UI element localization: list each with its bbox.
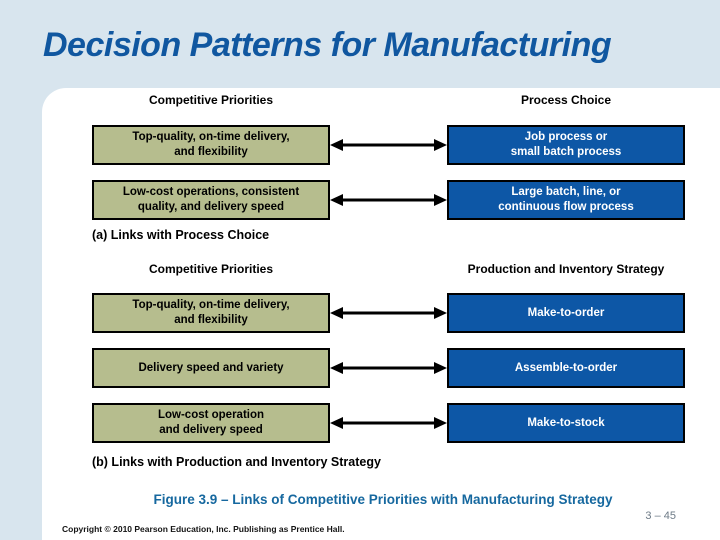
priority-box: Top-quality, on-time delivery, and flexi… [92,293,330,333]
section-b-caption: (b) Links with Production and Inventory … [92,455,381,469]
double-arrow-icon [330,307,447,319]
process-box: Job process or small batch process [447,125,685,165]
priority-box: Low-cost operations, consistent quality,… [92,180,330,220]
column-header-process-choice: Process Choice [520,93,612,107]
strategy-box: Assemble-to-order [447,348,685,388]
double-arrow-icon [330,362,447,374]
slide-title: Decision Patterns for Manufacturing [43,26,612,64]
double-arrow-icon [330,139,447,151]
page-number: 3 – 45 [645,510,676,522]
section-a-caption: (a) Links with Process Choice [92,228,270,242]
process-box: Large batch, line, or continuous flow pr… [447,180,685,220]
column-header-competitive-priorities-a: Competitive Priorities [148,93,274,107]
column-header-production-inventory-strategy: Production and Inventory Strategy [467,262,665,276]
figure-caption: Figure 3.9 – Links of Competitive Priori… [153,492,613,507]
double-arrow-icon [330,194,447,206]
priority-box: Delivery speed and variety [92,348,330,388]
strategy-box: Make-to-stock [447,403,685,443]
strategy-box: Make-to-order [447,293,685,333]
double-arrow-icon [330,417,447,429]
priority-box: Top-quality, on-time delivery, and flexi… [92,125,330,165]
column-header-competitive-priorities-b: Competitive Priorities [148,262,274,276]
copyright-notice: Copyright © 2010 Pearson Education, Inc.… [62,524,345,534]
priority-box: Low-cost operation and delivery speed [92,403,330,443]
